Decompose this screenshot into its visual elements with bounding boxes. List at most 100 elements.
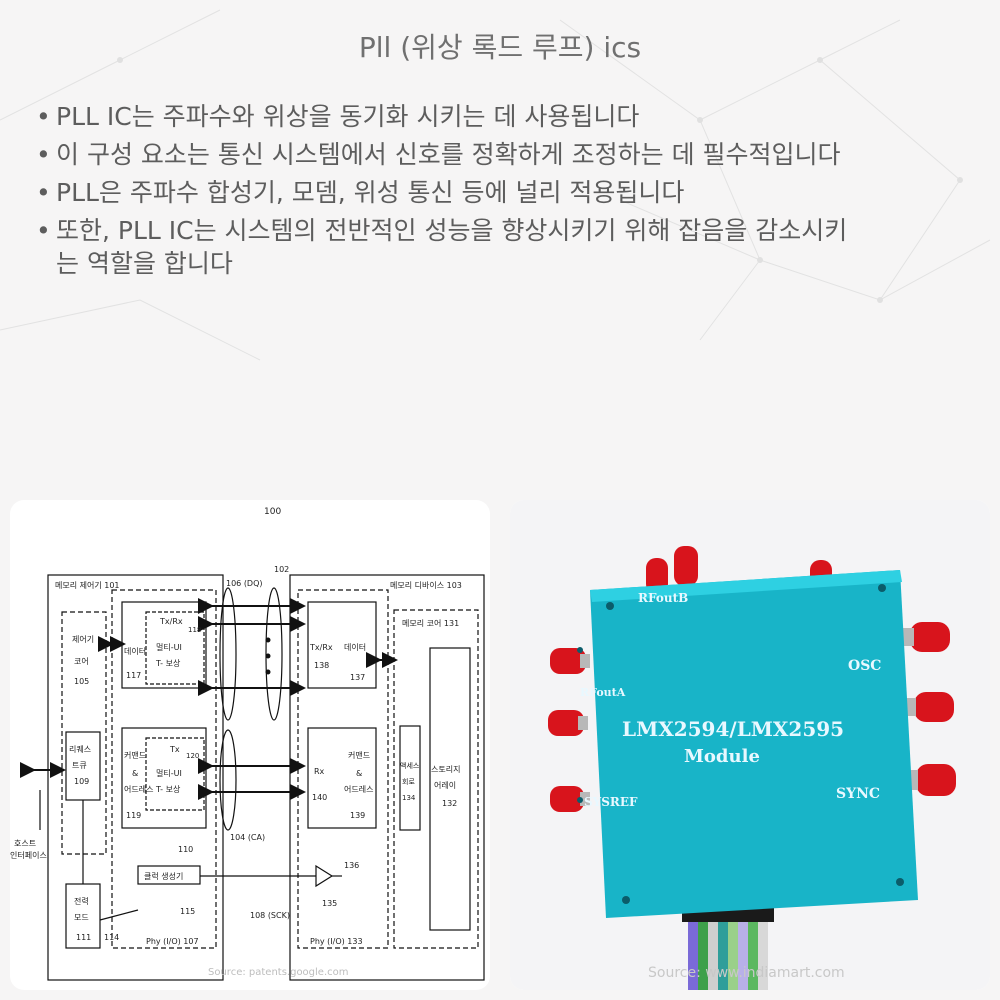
request-queue-line1: 리퀘스 — [69, 745, 91, 754]
access-circuit-box — [399, 725, 421, 831]
controller-core-line2: 코어 — [74, 656, 89, 666]
memory-controller-label: 메모리 제어기 101 — [55, 580, 120, 590]
phy-133-label: Phy (I/O) 133 — [310, 937, 363, 946]
power-mode-line2: 모드 — [74, 913, 89, 922]
access-circuit-line2: 회로 — [402, 778, 415, 786]
cmd-139-line2: & — [356, 769, 362, 778]
host-interface-line2: 인터페이스 — [10, 850, 47, 860]
multi-ui-top-line1: 멀티-UI — [156, 643, 182, 652]
multi-ui-top-line2: T- 보상 — [155, 658, 181, 668]
ref-106-label: 106 (DQ) — [226, 579, 263, 588]
ref-135-label: 135 — [322, 899, 337, 908]
data-137-line1: 데이터 — [344, 642, 366, 652]
storage-array-line3: 132 — [442, 799, 457, 808]
bullet-item: • 또한, PLL IC는 시스템의 전반적인 성능을 향상시키기 위해 잡음을… — [36, 214, 856, 280]
power-mode-line3: 111 — [76, 933, 91, 942]
rx-140-line1: Rx — [314, 767, 325, 776]
storage-array-line2: 어레이 — [434, 780, 456, 790]
bullet-marker: • — [36, 216, 51, 245]
ref-114-label: 114 — [104, 933, 119, 942]
port-osc-label: OSC — [848, 658, 881, 674]
ref-136-label: 136 — [344, 861, 359, 870]
txrx-138-line2: 138 — [314, 661, 329, 670]
ref-102-label: 102 — [274, 565, 289, 574]
bullet-marker: • — [36, 102, 51, 131]
bullet-text: 이 구성 요소는 통신 시스템에서 신호를 정확하게 조정하는 데 필수적입니다 — [56, 140, 841, 169]
bullet-list: • PLL IC는 주파수와 위상을 동기화 시키는 데 사용됩니다 • 이 구… — [36, 100, 976, 285]
bullet-item: • PLL은 주파수 합성기, 모뎀, 위성 통신 등에 널리 적용됩니다 — [36, 176, 976, 209]
phy-107-label: Phy (I/O) 107 — [146, 937, 199, 946]
access-circuit-line3: 134 — [402, 794, 416, 802]
bullet-item: • PLL IC는 주파수와 위상을 동기화 시키는 데 사용됩니다 — [36, 100, 976, 133]
bullet-item: • 이 구성 요소는 통신 시스템에서 신호를 정확하게 조정하는 데 필수적입… — [36, 138, 976, 171]
memory-device-box — [289, 574, 485, 981]
data-137-line2: 137 — [350, 673, 365, 682]
memory-core-box — [393, 609, 479, 949]
clock-gen-label: 클럭 생성기 — [144, 871, 183, 881]
access-circuit-line1: 액세스 — [400, 761, 420, 770]
bullet-marker: • — [36, 140, 51, 169]
dq-bus-oval-right — [265, 587, 283, 721]
cmd-139-line4: 139 — [350, 811, 365, 820]
tx-120-box — [145, 737, 205, 811]
host-interface-line1: 호스트 — [14, 839, 36, 848]
storage-array-box — [429, 647, 471, 931]
txrx-118-box — [145, 611, 205, 685]
module-name-line2: Module — [684, 746, 760, 767]
multi-ui-bottom-line1: 멀티-UI — [156, 769, 182, 778]
multi-ui-bottom-line2: T- 보상 — [155, 784, 181, 794]
txrx-118-label: Tx/Rx — [159, 617, 183, 626]
ref-110-label: 110 — [178, 845, 193, 854]
bullet-text: PLL IC는 주파수와 위상을 동기화 시키는 데 사용됩니다 — [56, 102, 640, 131]
dq-bus-oval-left — [219, 587, 237, 721]
module-body — [590, 570, 918, 918]
request-queue-line2: 트큐 — [72, 761, 87, 770]
module-name-line1: LMX2594/LMX2595 — [622, 717, 844, 741]
ref-104-label: 104 (CA) — [230, 833, 265, 842]
cmd-119-line2: & — [132, 769, 138, 778]
controller-core-box — [61, 611, 107, 855]
ref-118-label: 118 — [188, 626, 201, 634]
bullet-text: PLL은 주파수 합성기, 모뎀, 위성 통신 등에 널리 적용됩니다 — [56, 178, 685, 207]
ca-bus-oval — [219, 729, 237, 831]
memory-device-label: 메모리 디바이스 103 — [390, 580, 462, 590]
tx-120-label: Tx — [169, 745, 180, 754]
module-photo-panel: RFoutB RFoutA OSC SYSREF SYNC LMX2594/LM… — [510, 500, 990, 990]
controller-core-line3: 105 — [74, 677, 89, 686]
port-sysref-label: SYSREF — [584, 795, 638, 809]
port-rfouta-label: RFoutA — [580, 686, 626, 699]
cmd-119-line1: 커맨드 — [124, 751, 146, 760]
data-117-line2: 117 — [126, 671, 141, 680]
lmx-module-illustration: RFoutB RFoutA OSC SYSREF SYNC LMX2594/LM… — [510, 500, 990, 990]
ref-115-label: 115 — [180, 907, 195, 916]
bullet-marker: • — [36, 178, 51, 207]
clock-gen-box — [137, 865, 201, 885]
diagram-source-caption: Source: patents.google.com — [208, 967, 349, 978]
txrx-138-line1: Tx/Rx — [309, 643, 333, 652]
memory-core-label: 메모리 코어 131 — [402, 618, 459, 628]
cmd-139-box — [307, 727, 377, 829]
data-117-line1: 데이터 — [124, 646, 146, 656]
cmd-119-line3: 어드레스 — [124, 784, 153, 794]
request-queue-line3: 109 — [74, 777, 89, 786]
cmd-139-line1: 커맨드 — [348, 751, 370, 760]
cmd-139-line3: 어드레스 — [344, 784, 373, 794]
ref-100-label: 100 — [264, 507, 281, 517]
storage-array-line1: 스토리지 — [431, 765, 460, 774]
port-sync-label: SYNC — [836, 786, 880, 802]
photo-source-caption: Source: www.indiamart.com — [648, 965, 845, 981]
memory-system-diagram: 100 106 (DQ) 102 메모리 제어기 101 제어기 코어 105 … — [10, 507, 485, 981]
patent-diagram-panel: 100 106 (DQ) 102 메모리 제어기 101 제어기 코어 105 … — [10, 500, 490, 990]
port-rfoutb-label: RFoutB — [638, 591, 688, 605]
power-mode-line1: 전력 — [74, 896, 89, 906]
controller-core-line1: 제어기 — [72, 634, 94, 644]
ref-108-label: 108 (SCK) — [250, 911, 290, 920]
ref-120-label: 120 — [186, 752, 199, 760]
cmd-119-line4: 119 — [126, 811, 141, 820]
rx-140-line2: 140 — [312, 793, 327, 802]
page-title: Pll (위상 록드 루프) ics — [358, 31, 642, 64]
bullet-text: 또한, PLL IC는 시스템의 전반적인 성능을 향상시키기 위해 잡음을 감… — [56, 216, 848, 278]
cmd-119-box — [121, 727, 207, 829]
data-137-box — [307, 601, 377, 689]
